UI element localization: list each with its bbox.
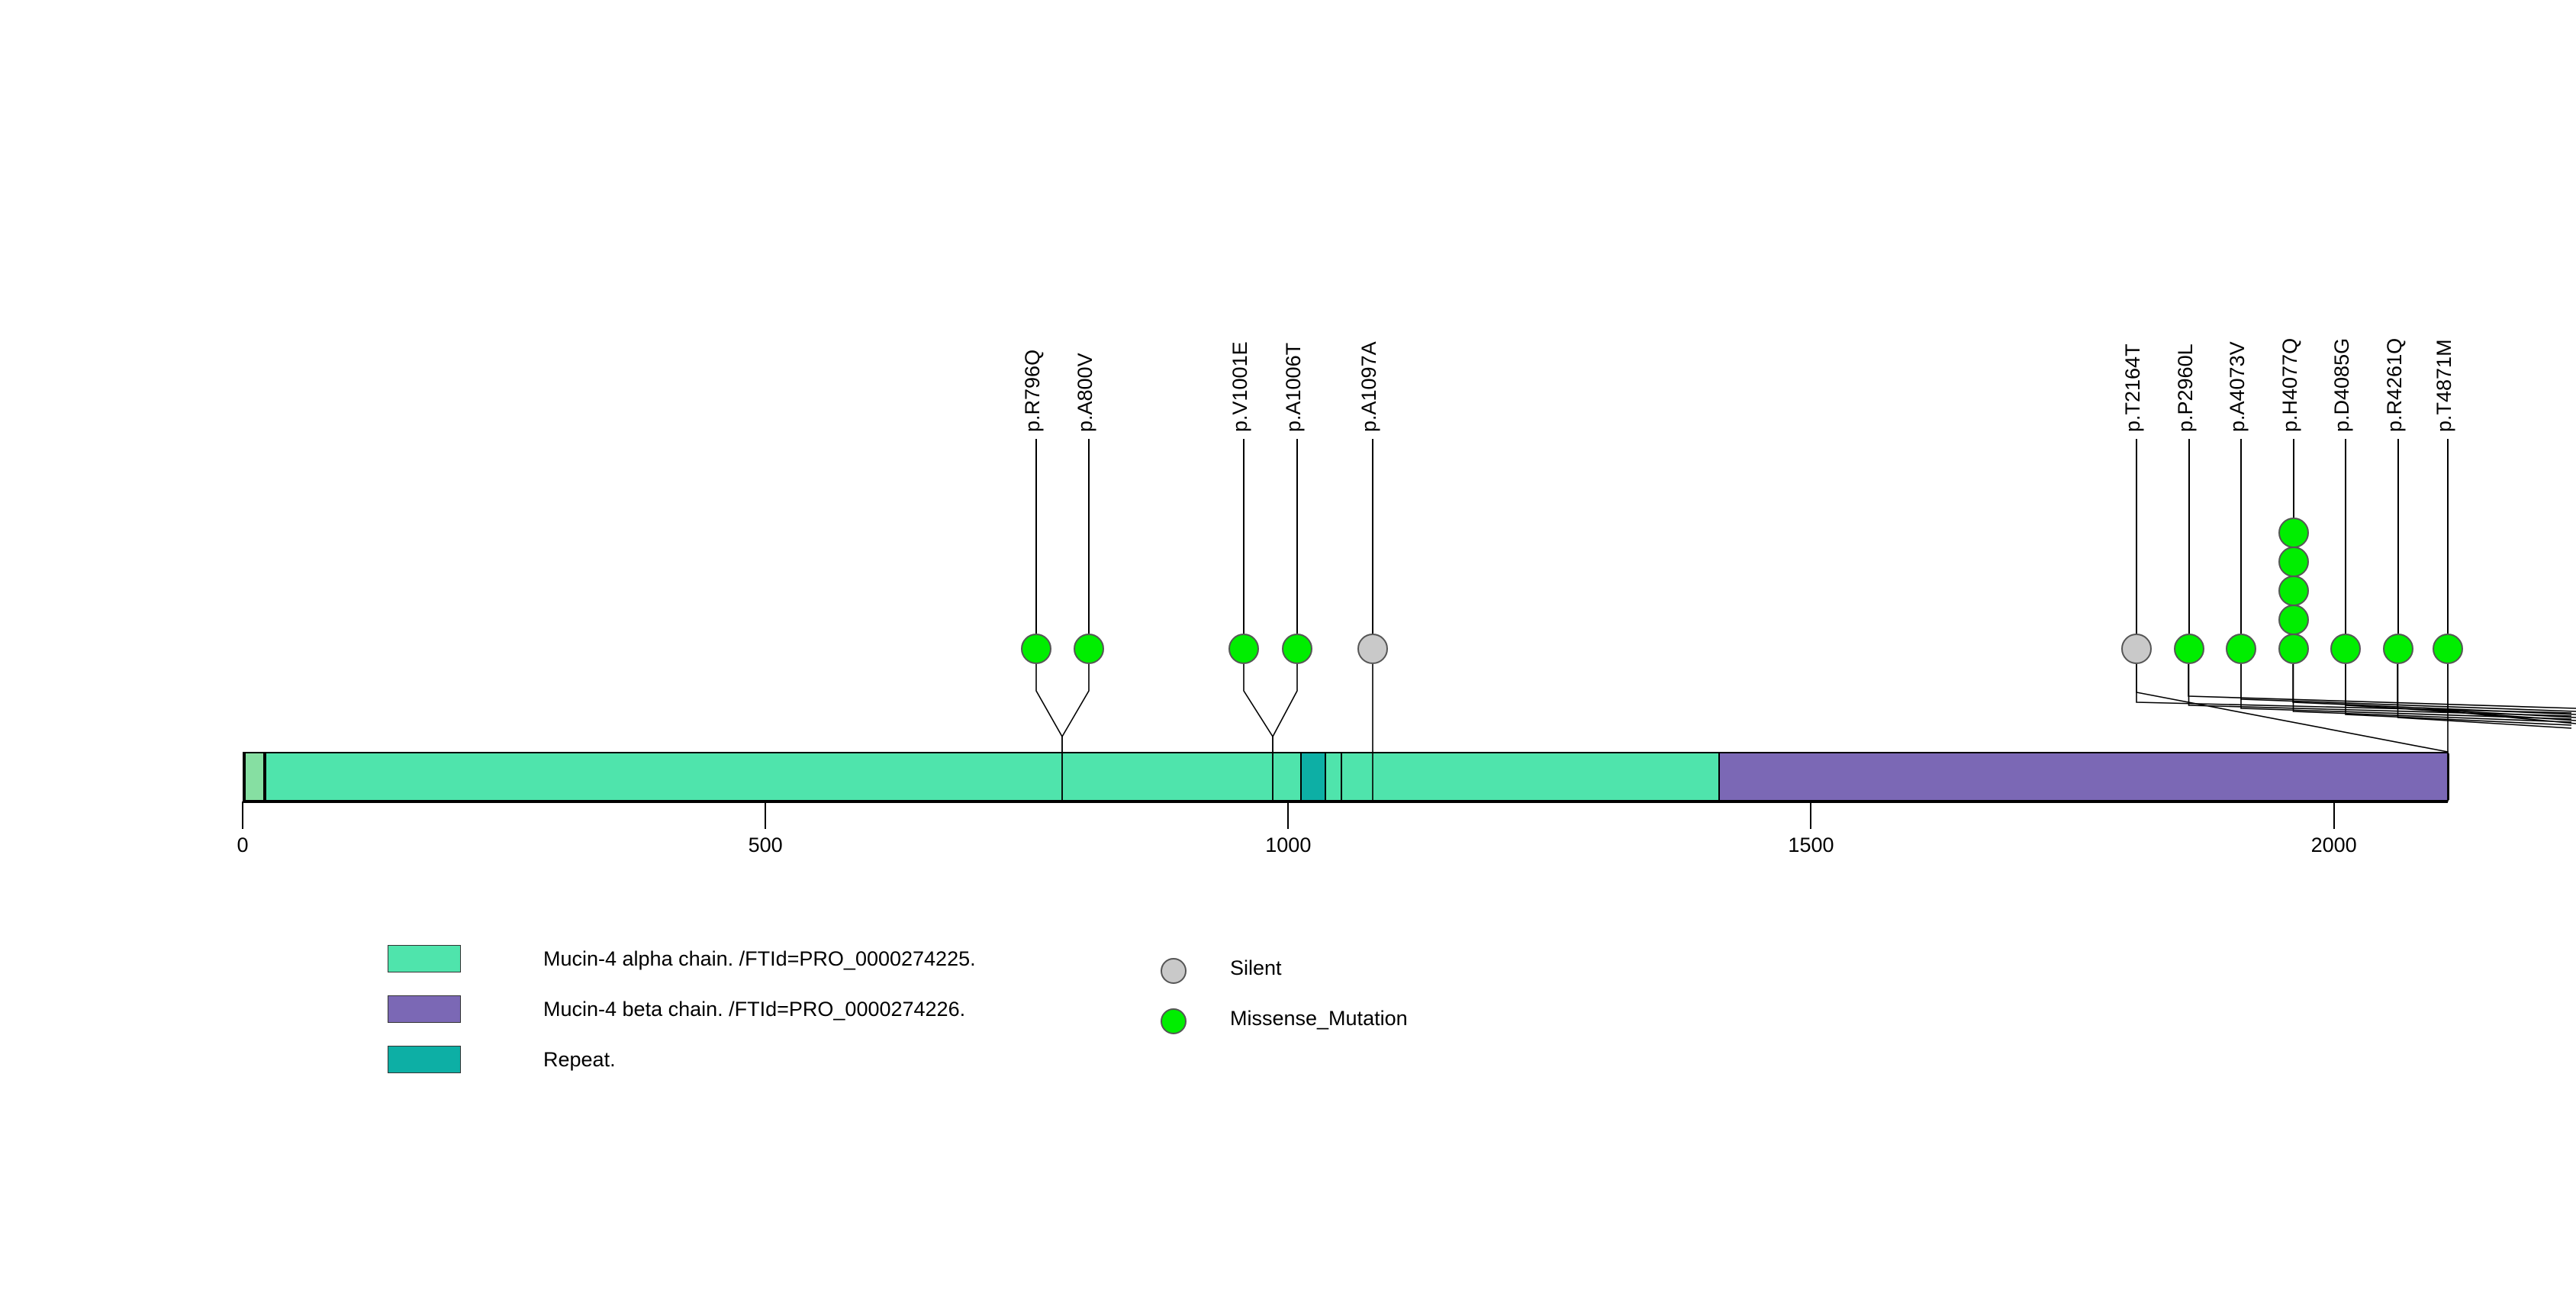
axis-tick-0 (242, 801, 243, 829)
mutation-label-pR796Q: p.R796Q (1021, 349, 1044, 432)
lollipop-dot-pT2164T-0[interactable] (2121, 634, 2152, 664)
legend-domain-swatch-1[interactable] (388, 995, 461, 1023)
lollipop-dot-pH4077Q-4[interactable] (2278, 518, 2309, 548)
domain-segment-1[interactable] (265, 753, 1342, 800)
leader-line-extra-6 (2447, 664, 2576, 724)
protein-backbone-bar (243, 752, 2449, 801)
axis-tick-500 (765, 801, 767, 829)
lollipop-stem-8 (2292, 439, 2294, 518)
lollipop-dot-pA1097A-0[interactable] (1357, 634, 1388, 664)
legend-domain-swatch-0[interactable] (388, 945, 461, 972)
lollipop-stem-6 (2188, 439, 2190, 634)
legend-domain-label-1: Mucin-4 beta chain. /FTId=PRO_0000274226… (543, 998, 966, 1021)
lollipop-stem-10 (2397, 439, 2399, 634)
lollipop-dot-pA800V-0[interactable] (1074, 634, 1104, 664)
lollipop-dot-pP2960L-0[interactable] (2173, 634, 2204, 664)
leader-line-extra-5 (2397, 664, 2576, 721)
axis-tick-label-2000: 2000 (2310, 834, 2357, 856)
lollipop-dot-pA1006T-0[interactable] (1282, 634, 1312, 664)
lollipop-dot-pR796Q-0[interactable] (1021, 634, 1051, 664)
domain-segment-0[interactable] (244, 753, 266, 800)
axis-tick-2000 (2333, 801, 2335, 829)
mutation-label-pH4077Q: p.H4077Q (2278, 337, 2301, 432)
leader-line-extra-4 (2345, 664, 2576, 718)
axis-tick-label-1000: 1000 (1265, 834, 1312, 856)
axis-tick-1000 (1287, 801, 1290, 829)
axis-tick-label-500: 500 (748, 834, 783, 856)
mutation-label-pT2164T: p.T2164T (2121, 343, 2144, 432)
lollipop-stem-4 (1372, 439, 1373, 634)
mutation-label-pA800V: p.A800V (1074, 353, 1096, 432)
axis-tick-1500 (1810, 801, 1812, 829)
leader-line-8 (2292, 664, 2572, 723)
legend-type-label-1: Missense_Mutation (1230, 1007, 1408, 1030)
mutation-label-pA1097A: p.A1097A (1357, 341, 1380, 432)
domain-segment-2[interactable] (1300, 753, 1327, 800)
leader-line-7 (2240, 664, 2572, 720)
mutation-label-pR4261Q: p.R4261Q (2382, 337, 2406, 432)
lollipop-dot-pA4073V-0[interactable] (2226, 634, 2256, 664)
lollipop-stem-5 (2136, 439, 2137, 634)
leader-line-5 (2136, 664, 2572, 714)
legend-domain-label-2: Repeat. (543, 1048, 616, 1071)
legend-type-label-0: Silent (1230, 956, 1282, 979)
leader-line-extra-1 (2188, 664, 2576, 709)
lollipop-stem-0 (1035, 439, 1037, 634)
lollipop-dot-pT4871M-0[interactable] (2433, 634, 2463, 664)
lollipop-dot-pH4077Q-3[interactable] (2278, 547, 2309, 577)
mutation-label-pV1001E: p.V1001E (1228, 341, 1251, 432)
lollipop-stem-1 (1088, 439, 1090, 634)
lollipop-dot-pH4077Q-2[interactable] (2278, 576, 2309, 606)
lollipop-stem-9 (2345, 439, 2346, 634)
axis-tick-label-0: 0 (237, 834, 249, 856)
legend-domain-swatch-2[interactable] (388, 1046, 461, 1073)
lollipop-stem-3 (1296, 439, 1298, 634)
legend-domain-label-0: Mucin-4 alpha chain. /FTId=PRO_000027422… (543, 947, 976, 970)
lollipop-dot-pH4077Q-0[interactable] (2278, 634, 2309, 664)
lollipop-stem-2 (1243, 439, 1245, 634)
leader-line-6 (2188, 664, 2572, 717)
lollipop-dot-pR4261Q-0[interactable] (2382, 634, 2413, 664)
domain-segment-3[interactable] (1718, 753, 2449, 800)
leader-line-9 (2345, 664, 2572, 726)
mutation-label-pA1006T: p.A1006T (1282, 342, 1305, 432)
axis-tick-label-1500: 1500 (1788, 834, 1834, 856)
lollipop-stem-11 (2447, 439, 2449, 634)
mutation-label-pT4871M: p.T4871M (2433, 339, 2455, 432)
mutation-label-pP2960L: p.P2960L (2173, 343, 2197, 432)
lollipop-dot-pD4085G-0[interactable] (2330, 634, 2361, 664)
lollipop-dot-pV1001E-0[interactable] (1228, 634, 1259, 664)
leader-line-10 (2397, 664, 2572, 729)
leader-line-extra-2 (2240, 664, 2576, 712)
mutation-label-pA4073V: p.A4073V (2226, 341, 2249, 432)
lollipop-dot-pH4077Q-1[interactable] (2278, 605, 2309, 635)
lollipop-stem-7 (2240, 439, 2242, 634)
leader-line-extra-3 (2292, 664, 2576, 715)
x-axis-line (243, 801, 2448, 803)
mutation-label-pD4085G: p.D4085G (2330, 337, 2353, 432)
legend-type-dot-1[interactable] (1161, 1008, 1187, 1034)
legend-type-dot-0[interactable] (1161, 958, 1187, 984)
